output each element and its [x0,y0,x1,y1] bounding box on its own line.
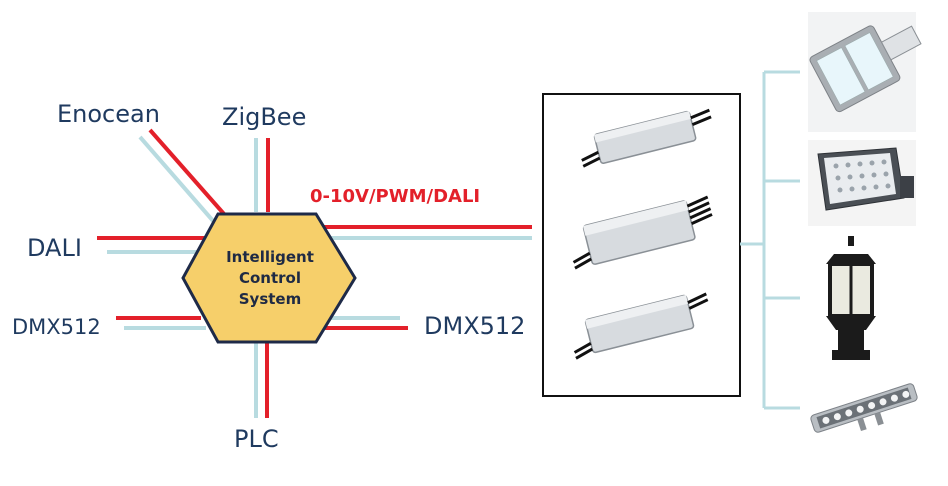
control-system-hub: Intelligent Control System [181,212,357,344]
driver-panel [542,93,741,397]
label-dmx-left: DMX512 [12,315,101,339]
fixture-bus [740,70,800,410]
label-dmx-right: DMX512 [424,312,525,340]
led-driver-small-icon [581,108,712,168]
label-dali: DALI [27,234,82,262]
protocol-labels: Enocean ZigBee DALI DMX512 DMX512 PLC 0-… [12,100,525,453]
led-driver-large-icon [572,195,713,270]
hub-label-line1: Intelligent [226,248,314,266]
led-driver-medium-icon [573,292,709,360]
label-plc: PLC [234,425,279,453]
hub-label-line3: System [239,290,301,308]
hub-label-line2: Control [239,269,301,287]
hub-hexagon [181,212,357,344]
street-light-icon [808,12,922,132]
enocean-line-blue [138,135,216,224]
label-zigbee: ZigBee [222,103,306,131]
garden-lantern-icon [820,236,880,364]
flood-light-icon [808,140,916,226]
connection-lines [97,128,532,418]
enocean-line-red [148,128,226,216]
label-enocean: Enocean [57,100,160,128]
label-output-signals: 0-10V/PWM/DALI [310,186,480,207]
wall-washer-icon [808,376,926,436]
